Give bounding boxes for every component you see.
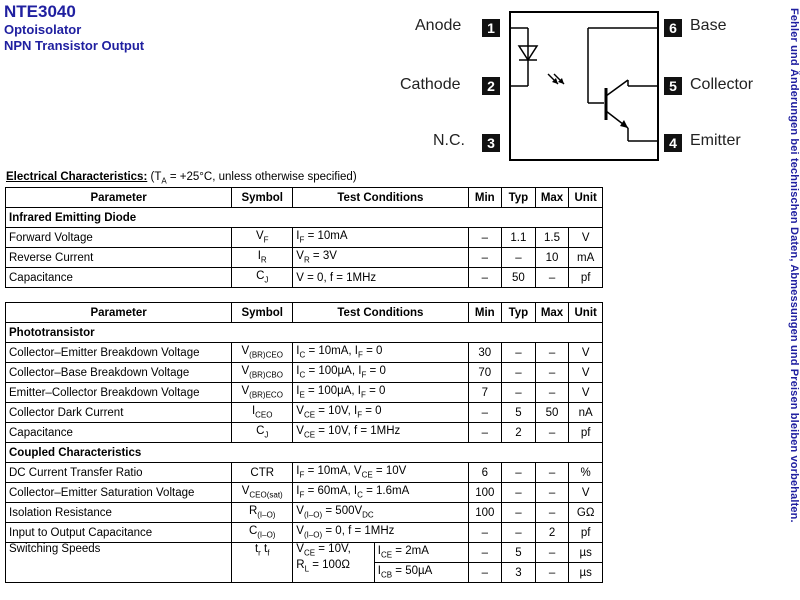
pin-base-label: Base — [690, 17, 727, 34]
pin-2-box: 2 — [482, 77, 500, 95]
pin-collector-label: Collector — [690, 76, 754, 93]
table-row: Collector–Base Breakdown Voltage V(BR)CB… — [4, 362, 603, 383]
pin-anode-label: Anode — [415, 17, 462, 34]
pin-4-box: 4 — [664, 134, 682, 152]
pinout-diagram — [509, 11, 659, 161]
pin-1-box: 1 — [482, 19, 500, 37]
document-header: NTE3040 Optoisolator NPN Transistor Outp… — [4, 2, 144, 54]
subtitle-line-2: NPN Transistor Output — [4, 38, 145, 53]
pin-emitter-label: Emitter — [690, 132, 741, 149]
ec-title: Electrical Characteristics: (TA = +25°C,… — [6, 171, 357, 186]
side-disclaimer-text: Fehler und Änderungen bei technischen Da… — [788, 8, 800, 523]
table-row: DC Current Transfer Ratio CTR IF = 10mA,… — [4, 462, 603, 483]
pin-nc-label: N.C. — [433, 132, 465, 149]
table-row: Collector Dark Current ICEO VCE = 10V, I… — [4, 402, 603, 423]
table-row: Switching Speeds tr tf VCE = 10V,RL = 10… — [4, 542, 603, 583]
table-row: Collector–Emitter Saturation Voltage VCE… — [4, 482, 603, 503]
section-row: Infrared Emitting Diode — [5, 207, 603, 228]
side-disclaimer: Fehler und Änderungen bei technischen Da… — [788, 8, 800, 594]
table-row: Collector–Emitter Breakdown Voltage V(BR… — [4, 342, 603, 363]
table-row: Isolation Resistance R(I–O) V(I–O) = 500… — [4, 502, 603, 523]
table-row: ICB = 50µA –3–µs — [6, 562, 603, 583]
table-row: Input to Output Capacitance C(I–O) V(I–O… — [4, 522, 603, 543]
section-row: Coupled Characteristics — [5, 442, 603, 463]
pin-5-box: 5 — [664, 77, 682, 95]
pin-cathode-label: Cathode — [400, 76, 461, 93]
subtitle-line-1: Optoisolator — [4, 22, 82, 37]
part-number: NTE3040 — [4, 2, 76, 21]
table-row: Emitter–Collector Breakdown Voltage V(BR… — [4, 382, 603, 403]
pin-3-box: 3 — [482, 134, 500, 152]
section-row: Phototransistor — [5, 322, 603, 343]
pin-6-box: 6 — [664, 19, 682, 37]
table-row: Capacitance CJ VCE = 10V, f = 1MHz –2–pf — [4, 422, 603, 443]
table-row: Capacitance CJ V = 0, f = 1MHz –50–pf — [4, 267, 603, 288]
